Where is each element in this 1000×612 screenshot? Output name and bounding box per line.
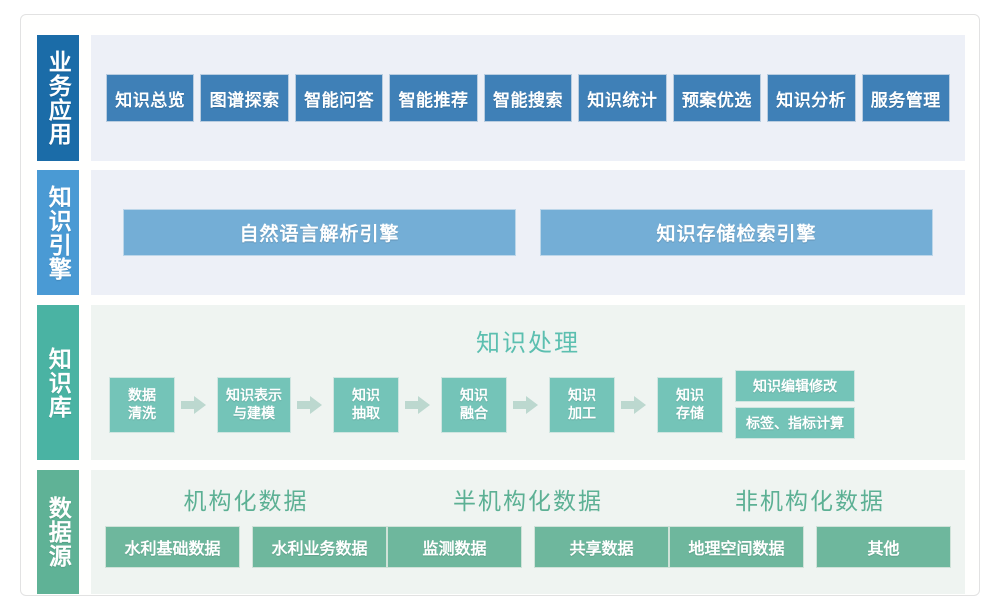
app-button-knowledge-overview[interactable]: 知识总览	[106, 74, 195, 122]
app-button-graph-exploration[interactable]: 图谱探索	[200, 74, 289, 122]
engine-box-nlp[interactable]: 自然语言解析引擎	[123, 209, 516, 256]
data-source-group-unstructured: 非机构化数据 地理空间数据 其他	[669, 476, 951, 584]
band-label-knowledge-base: 知识库	[37, 305, 79, 460]
pipeline-step-knowledge-extraction[interactable]: 知识 抽取	[333, 376, 399, 433]
data-source-box-geospatial-data[interactable]: 地理空间数据	[669, 526, 804, 568]
layer-knowledge-engine: 知识引擎 自然语言解析引擎 知识存储检索引擎	[37, 170, 965, 295]
data-source-box-shared-data[interactable]: 共享数据	[534, 526, 669, 568]
arrow-right-icon	[513, 395, 543, 415]
knowledge-processing-pipeline: 数据 清洗 知识表示 与建模 知识 抽取 知识 融合 知识 加工 知识 存储 知…	[105, 370, 951, 439]
app-button-knowledge-analysis[interactable]: 知识分析	[767, 74, 856, 122]
app-button-plan-optimization[interactable]: 预案优选	[672, 74, 762, 122]
data-source-box-water-basic-data[interactable]: 水利基础数据	[105, 526, 240, 568]
app-button-service-management[interactable]: 服务管理	[861, 74, 950, 122]
data-source-box-water-business-data[interactable]: 水利业务数据	[252, 526, 387, 568]
app-button-intelligent-recommendation[interactable]: 智能推荐	[389, 74, 478, 122]
data-source-box-list-unstructured: 地理空间数据 其他	[669, 526, 951, 568]
knowledge-processing-title: 知识处理	[476, 330, 580, 357]
data-source-panel: 机构化数据 水利基础数据 水利业务数据 半机构化数据 监测数据 共享数据 非机构…	[91, 470, 965, 594]
data-source-box-monitoring-data[interactable]: 监测数据	[387, 526, 522, 568]
data-source-box-other[interactable]: 其他	[816, 526, 951, 568]
knowledge-base-panel: 知识处理 数据 清洗 知识表示 与建模 知识 抽取 知识 融合 知识 加工 知识…	[91, 305, 965, 460]
data-source-group-title-structured: 机构化数据	[183, 488, 309, 514]
knowledge-engine-panel: 自然语言解析引擎 知识存储检索引擎	[91, 170, 965, 295]
data-source-group-title-semi-structured: 半机构化数据	[453, 488, 603, 514]
data-source-box-list-structured: 水利基础数据 水利业务数据	[105, 526, 387, 568]
arrow-right-icon	[297, 395, 327, 415]
data-source-group-structured: 机构化数据 水利基础数据 水利业务数据	[105, 476, 387, 584]
side-option-knowledge-edit[interactable]: 知识编辑修改	[735, 370, 855, 402]
layer-knowledge-base: 知识库 知识处理 数据 清洗 知识表示 与建模 知识 抽取 知识 融合 知识 加…	[37, 305, 965, 460]
business-application-panel: 知识总览 图谱探索 智能问答 智能推荐 智能搜索 知识统计 预案优选 知识分析 …	[91, 35, 965, 161]
side-option-tag-metric-calculation[interactable]: 标签、指标计算	[735, 407, 855, 439]
data-source-group-semi-structured: 半机构化数据 监测数据 共享数据	[387, 476, 669, 584]
knowledge-storage-side-options: 知识编辑修改 标签、指标计算	[735, 370, 855, 439]
architecture-diagram-frame: 业务应用 知识总览 图谱探索 智能问答 智能推荐 智能搜索 知识统计 预案优选 …	[20, 14, 980, 596]
layer-data-source: 数据源 机构化数据 水利基础数据 水利业务数据 半机构化数据 监测数据 共享数据…	[37, 470, 965, 594]
data-source-box-list-semi-structured: 监测数据 共享数据	[387, 526, 669, 568]
data-source-group-title-unstructured: 非机构化数据	[735, 488, 885, 514]
app-button-intelligent-qa[interactable]: 智能问答	[294, 74, 384, 122]
arrow-right-icon	[621, 395, 651, 415]
arrow-right-icon	[181, 395, 211, 415]
pipeline-step-knowledge-processing[interactable]: 知识 加工	[549, 376, 615, 433]
pipeline-step-data-cleaning[interactable]: 数据 清洗	[109, 376, 175, 433]
band-label-data-source: 数据源	[37, 470, 79, 594]
band-label-knowledge-engine: 知识引擎	[37, 170, 79, 295]
engine-box-storage-retrieval[interactable]: 知识存储检索引擎	[540, 209, 933, 256]
app-button-knowledge-statistics[interactable]: 知识统计	[578, 74, 667, 122]
band-label-business-application: 业务应用	[37, 35, 79, 161]
pipeline-step-knowledge-fusion[interactable]: 知识 融合	[441, 376, 507, 433]
app-button-intelligent-search[interactable]: 智能搜索	[483, 74, 573, 122]
pipeline-step-knowledge-representation-modeling[interactable]: 知识表示 与建模	[217, 376, 291, 433]
pipeline-step-knowledge-storage[interactable]: 知识 存储	[657, 376, 723, 433]
arrow-right-icon	[405, 395, 435, 415]
layer-business-application: 业务应用 知识总览 图谱探索 智能问答 智能推荐 智能搜索 知识统计 预案优选 …	[37, 35, 965, 161]
